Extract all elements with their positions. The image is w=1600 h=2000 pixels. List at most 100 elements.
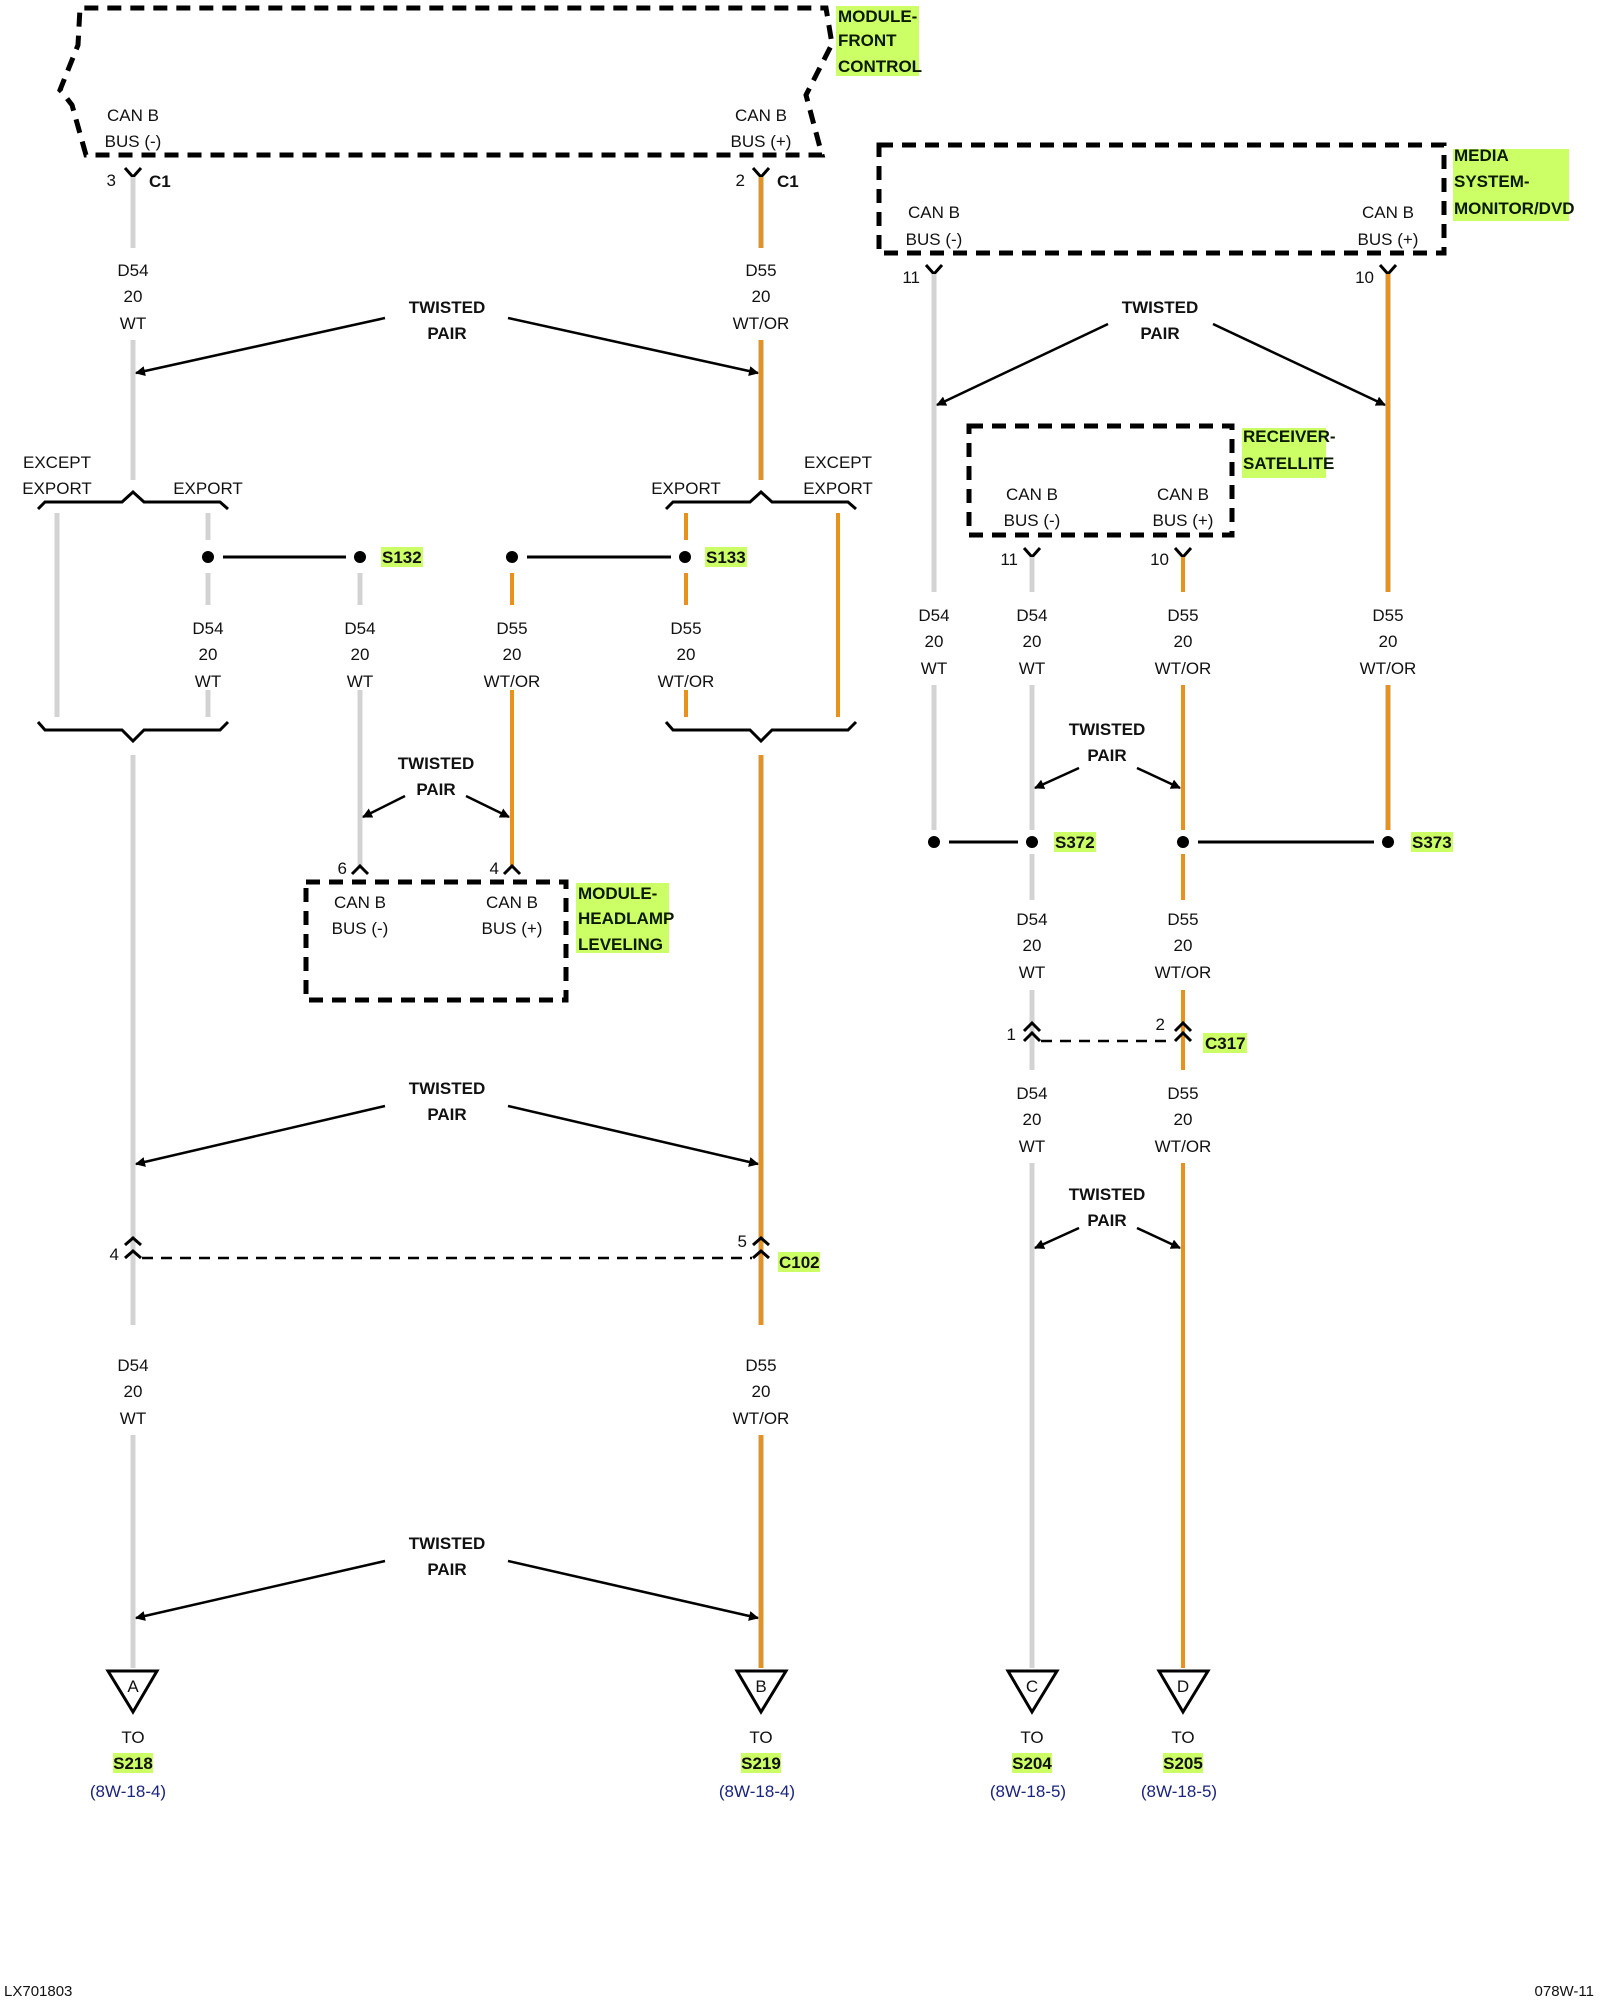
svg-text:20: 20: [752, 1382, 771, 1401]
arrow-icon: [1034, 1226, 1080, 1250]
svg-text:D54: D54: [1016, 606, 1047, 625]
connector-c102: 4 5 C102: [110, 1232, 820, 1272]
male-pin-icon: [1173, 1020, 1193, 1033]
svg-text:20: 20: [925, 632, 944, 651]
splice-s373[interactable]: S373: [1177, 832, 1453, 852]
svg-text:D55: D55: [496, 619, 527, 638]
svg-text:TO: TO: [1171, 1728, 1194, 1747]
pin-number: 4: [490, 859, 499, 878]
pin-number: 1: [1007, 1025, 1016, 1044]
splice-s132[interactable]: S132: [202, 547, 423, 567]
splice-s133[interactable]: S133: [506, 547, 747, 567]
female-pin-icon: [1022, 547, 1042, 560]
twisted-pair-callout: TWISTED PAIR: [135, 1534, 759, 1621]
svg-text:BUS (-): BUS (-): [906, 230, 963, 249]
svg-text:CAN B: CAN B: [1157, 485, 1209, 504]
arrow-icon: [135, 1104, 386, 1167]
splice-label: S133: [706, 548, 746, 567]
arrow-icon: [936, 322, 1109, 407]
module-media-system-monitor-dvd: CAN B BUS (-) CAN B BUS (+) MEDIA SYSTEM…: [876, 142, 1575, 287]
brace-icon: [36, 489, 229, 511]
svg-text:C: C: [1026, 1677, 1038, 1696]
pin-number: 10: [1355, 268, 1374, 287]
splice-s372[interactable]: S372: [928, 832, 1096, 852]
wire-label-d55: D55 20 WT/OR: [484, 619, 541, 691]
page-number: 078W-11: [1535, 1983, 1594, 2000]
module-headlamp-leveling: 6 4 CAN B BUS (-) CAN B BUS (+) MODULE- …: [303, 859, 674, 1003]
option-brace-left: EXCEPT EXPORT EXPORT: [22, 453, 243, 744]
svg-text:WT/OR: WT/OR: [1155, 659, 1212, 678]
connector-c1: 3 C1 2 C1: [107, 167, 799, 191]
female-pin-icon: [752, 1249, 770, 1260]
svg-text:WT/OR: WT/OR: [484, 672, 541, 691]
svg-text:WT: WT: [921, 659, 947, 678]
pin-function-label: CAN B: [735, 106, 787, 125]
svg-text:WT: WT: [120, 314, 146, 333]
svg-text:MONITOR/DVD: MONITOR/DVD: [1454, 199, 1575, 218]
svg-text:CAN B: CAN B: [334, 893, 386, 912]
wire-label-d54: D54 20 WT: [344, 619, 375, 691]
male-pin-icon: [752, 1236, 770, 1247]
connector-name: C102: [779, 1253, 820, 1272]
terminal-b[interactable]: B TO S219 (8W-18-4): [719, 1669, 795, 1801]
svg-text:WT: WT: [1019, 659, 1045, 678]
svg-text:PAIR: PAIR: [1087, 746, 1126, 765]
svg-text:TWISTED: TWISTED: [1069, 1185, 1146, 1204]
svg-text:EXCEPT: EXCEPT: [804, 453, 872, 472]
wire-label-d54: D54 20 WT: [192, 619, 223, 691]
svg-text:SATELLITE: SATELLITE: [1243, 454, 1334, 473]
terminal-d[interactable]: D TO S205 (8W-18-5): [1141, 1669, 1217, 1801]
pin-function-label: CAN B: [107, 106, 159, 125]
svg-text:20: 20: [1023, 936, 1042, 955]
svg-text:D54: D54: [192, 619, 223, 638]
module-front-control-label: FRONT: [838, 31, 897, 50]
svg-text:D54: D54: [1016, 910, 1047, 929]
connector-name: C317: [1205, 1034, 1246, 1053]
svg-text:PAIR: PAIR: [427, 324, 466, 343]
svg-text:WT: WT: [195, 672, 221, 691]
page-reference-link[interactable]: (8W-18-5): [990, 1782, 1066, 1801]
svg-text:BUS (-): BUS (-): [1004, 511, 1061, 530]
pin-number: 11: [1000, 550, 1018, 569]
pin-number: 4: [110, 1245, 119, 1264]
svg-text:EXPORT: EXPORT: [173, 479, 243, 498]
svg-text:D54: D54: [344, 619, 375, 638]
svg-text:CAN B: CAN B: [908, 203, 960, 222]
svg-text:20: 20: [351, 645, 370, 664]
module-receiver-satellite: CAN B BUS (-) CAN B BUS (+) RECEIVER- SA…: [966, 423, 1336, 569]
terminal-a[interactable]: A TO S218 (8W-18-4): [90, 1669, 166, 1801]
arrow-icon: [135, 316, 386, 376]
module-front-control-label-bg: [836, 6, 919, 76]
terminal-c[interactable]: C TO S204 (8W-18-5): [990, 1669, 1066, 1801]
brace-icon: [664, 489, 857, 511]
module-front-control-outline: [57, 5, 835, 158]
arrow-icon: [1212, 322, 1386, 407]
svg-text:WT/OR: WT/OR: [1155, 1137, 1212, 1156]
arrow-icon: [135, 1559, 386, 1621]
svg-text:RECEIVER-: RECEIVER-: [1243, 427, 1336, 446]
svg-text:D54: D54: [117, 1356, 148, 1375]
wire-label-d55: D55 20 WT/OR: [1155, 1084, 1212, 1156]
wire-label-d54: D54 20 WT: [117, 261, 148, 333]
svg-text:S218: S218: [113, 1754, 153, 1773]
svg-text:TWISTED: TWISTED: [409, 298, 486, 317]
wire-label-d55: D55 20 WT/OR: [733, 1356, 790, 1428]
module-front-control-label: CONTROL: [838, 57, 922, 76]
svg-text:D55: D55: [1167, 606, 1198, 625]
figure-id: LX701803: [4, 1983, 72, 2000]
page-reference-link[interactable]: (8W-18-5): [1141, 1782, 1217, 1801]
pin-number: 5: [738, 1232, 747, 1251]
pin-number: 11: [902, 268, 920, 287]
wire-label-d54: D54 20 WT: [1016, 1084, 1047, 1156]
page-reference-link[interactable]: (8W-18-4): [719, 1782, 795, 1801]
option-brace-right: EXPORT EXCEPT EXPORT: [651, 453, 873, 744]
svg-text:D55: D55: [1372, 606, 1403, 625]
module-media-outline: [876, 142, 1447, 256]
svg-text:TO: TO: [121, 1728, 144, 1747]
svg-text:TWISTED: TWISTED: [409, 1534, 486, 1553]
svg-text:20: 20: [1174, 936, 1193, 955]
svg-text:HEADLAMP: HEADLAMP: [578, 909, 674, 928]
arrow-icon: [507, 1559, 759, 1621]
page-reference-link[interactable]: (8W-18-4): [90, 1782, 166, 1801]
